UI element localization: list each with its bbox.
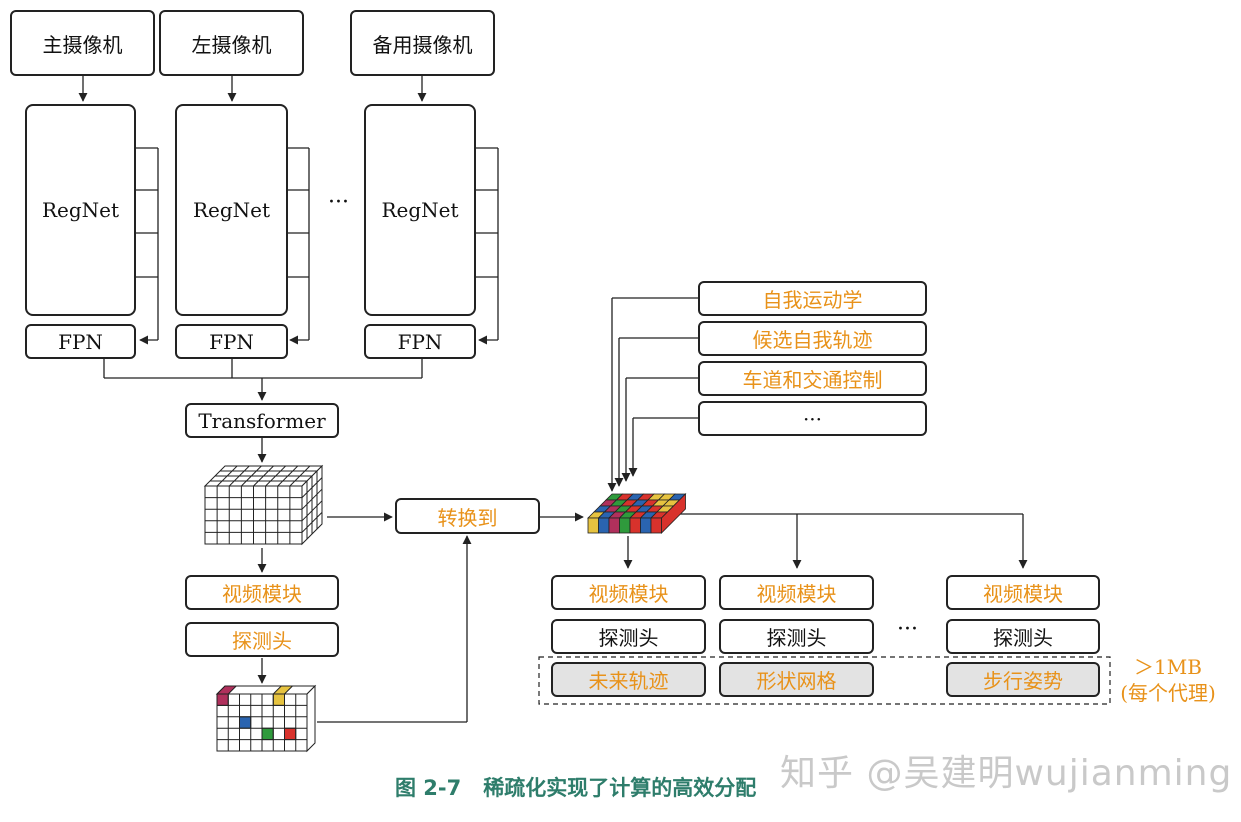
feature-cube [203, 464, 324, 546]
fpn-connectors-1 [136, 147, 159, 345]
head-3-video-module: 视频模块 [946, 575, 1100, 610]
fpn-1: FPN [25, 324, 136, 359]
fpn-2-label: FPN [209, 329, 254, 354]
colored-tensor [587, 493, 687, 534]
head-2-video-module-label: 视频模块 [756, 582, 837, 606]
head-1-probe-head: 探测头 [551, 619, 706, 654]
fpn-merge [103, 358, 423, 401]
left-probe-head: 探测头 [185, 622, 339, 657]
fpn-3: FPN [364, 324, 476, 359]
regnet-2-label: RegNet [192, 198, 271, 222]
output-note-size: ＞1MB [1134, 655, 1202, 679]
watermark: 知乎 @吴建明wujianming [780, 753, 1233, 794]
tensor-to-heads [623, 513, 1028, 569]
head-2-probe-head-label: 探测头 [766, 626, 827, 650]
camera-main: 主摄像机 [10, 10, 155, 76]
convert-to-label: 转换到 [437, 505, 498, 530]
head-2-output: 形状网格 [719, 662, 874, 697]
fpn-connectors-2 [288, 147, 310, 345]
input-candidate-ego-trajectory-label: 候选自我轨迹 [752, 328, 873, 352]
camera-backup-label: 备用摄像机 [372, 32, 473, 57]
regnet-3: RegNet [364, 104, 476, 316]
input-ego-kinematics-label: 自我运动学 [762, 288, 863, 312]
camera-main-label: 主摄像机 [42, 32, 123, 57]
output-note: ＞1MB (每个代理) [1112, 654, 1224, 706]
figure-caption-text: 稀疏化实现了计算的高效分配 [483, 776, 757, 800]
left-video-module: 视频模块 [185, 575, 339, 610]
left-video-module-label: 视频模块 [222, 582, 302, 606]
input-ego-kinematics: 自我运动学 [698, 281, 927, 316]
input-more-label: ··· [802, 406, 823, 431]
arrow-grid-convert [317, 535, 472, 723]
regnet-1-label: RegNet [41, 198, 120, 222]
regnet-1: RegNet [25, 104, 136, 316]
transformer-label: Transformer [198, 408, 326, 433]
fpn-1-label: FPN [58, 329, 103, 354]
head-2-output-label: 形状网格 [756, 669, 837, 693]
input-arrows [607, 297, 698, 492]
head-1-probe-head-label: 探测头 [598, 626, 659, 650]
head-1-output-label: 未来轨迹 [588, 669, 669, 693]
camera-backup: 备用摄像机 [350, 10, 495, 76]
figure-number: 图 2-7 [395, 776, 462, 800]
regnet-3-label: RegNet [381, 198, 459, 222]
left-probe-head-label: 探测头 [232, 629, 292, 653]
head-3-probe-head: 探测头 [946, 619, 1100, 654]
head-3-output-label: 步行姿势 [983, 669, 1063, 693]
sparse-grid [215, 684, 317, 753]
output-group-dashed [538, 656, 1111, 705]
transformer: Transformer [185, 403, 339, 438]
convert-to: 转换到 [395, 498, 540, 534]
fpn-connectors-3 [476, 147, 499, 345]
fpn-2: FPN [175, 324, 288, 359]
regnet-2: RegNet [175, 104, 288, 316]
camera-left: 左摄像机 [159, 10, 304, 76]
input-candidate-ego-trajectory: 候选自我轨迹 [698, 321, 927, 356]
head-3-probe-head-label: 探测头 [993, 626, 1053, 650]
input-more: ··· [698, 401, 927, 436]
head-3-output: 步行姿势 [946, 662, 1100, 697]
camera-ellipsis: ··· [328, 190, 349, 215]
fpn-3-label: FPN [397, 329, 443, 354]
head-1-video-module: 视频模块 [551, 575, 706, 610]
input-lane-traffic: 车道和交通控制 [698, 361, 927, 396]
camera-left-label: 左摄像机 [191, 32, 272, 57]
head-2-probe-head: 探测头 [719, 619, 874, 654]
output-note-per-agent: (每个代理) [1120, 681, 1216, 705]
head-3-video-module-label: 视频模块 [983, 582, 1063, 606]
input-lane-traffic-label: 车道和交通控制 [742, 368, 883, 392]
head-1-output: 未来轨迹 [551, 662, 706, 697]
head-1-video-module-label: 视频模块 [588, 582, 669, 606]
head-2-video-module: 视频模块 [719, 575, 874, 610]
heads-ellipsis: ··· [897, 617, 918, 642]
figure-caption: 图 2-7 稀疏化实现了计算的高效分配 [395, 772, 756, 802]
